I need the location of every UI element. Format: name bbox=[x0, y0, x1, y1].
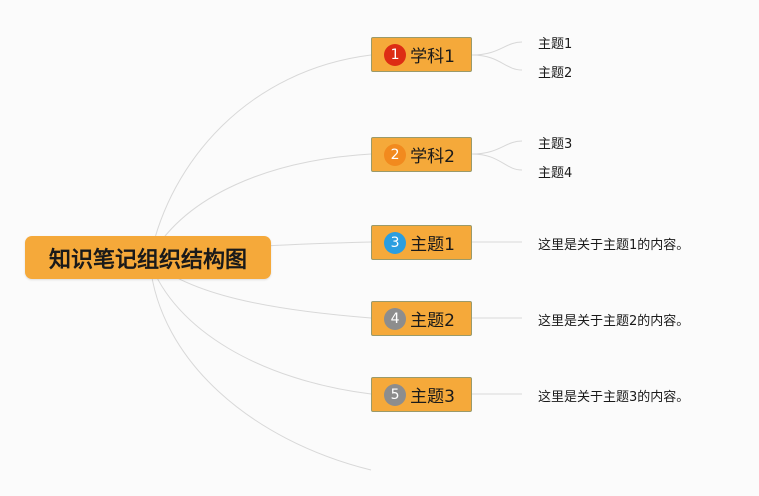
connector-branch1-leaf2 bbox=[471, 54, 523, 71]
priority-5-icon: 5 bbox=[384, 383, 407, 406]
leaf-node[interactable]: 这里是关于主题2的内容。 bbox=[538, 314, 690, 329]
branch-label: 学科2 bbox=[410, 147, 455, 167]
leaf-node[interactable]: 主题1 bbox=[538, 37, 573, 52]
branch-node-2[interactable]: 2 学科2 bbox=[371, 137, 472, 172]
leaf-node[interactable]: 这里是关于主题1的内容。 bbox=[538, 238, 690, 253]
connector-root-extra bbox=[149, 263, 372, 471]
priority-3-icon: 3 bbox=[384, 231, 407, 254]
branch-node-5[interactable]: 5 主题3 bbox=[371, 377, 472, 412]
connector-branch1-leaf1 bbox=[471, 41, 523, 56]
branch-node-3[interactable]: 3 主题1 bbox=[371, 225, 472, 260]
connector-branch2-leaf3 bbox=[471, 140, 523, 155]
branch-label: 主题3 bbox=[410, 387, 455, 407]
branch-node-1[interactable]: 1 学科1 bbox=[371, 37, 472, 72]
root-label: 知识笔记组织结构图 bbox=[48, 247, 247, 273]
connector-root-branch-5 bbox=[149, 261, 372, 395]
priority-1-icon: 1 bbox=[384, 43, 407, 66]
connector-root-branch-3 bbox=[264, 241, 372, 247]
leaf-node[interactable]: 主题4 bbox=[538, 166, 573, 181]
branch-label: 主题1 bbox=[410, 235, 455, 255]
priority-2-icon: 2 bbox=[384, 143, 407, 166]
branch-label: 主题2 bbox=[410, 311, 455, 331]
connector-root-branch-1 bbox=[149, 54, 372, 259]
branch-node-4[interactable]: 4 主题2 bbox=[371, 301, 472, 336]
leaf-node[interactable]: 主题3 bbox=[538, 137, 573, 152]
branch-label: 学科1 bbox=[410, 47, 455, 67]
root-node[interactable]: 知识笔记组织结构图 bbox=[25, 236, 271, 279]
connector-branch2-leaf4 bbox=[471, 153, 523, 171]
leaf-node[interactable]: 这里是关于主题3的内容。 bbox=[538, 390, 690, 405]
priority-4-icon: 4 bbox=[384, 307, 407, 330]
connector-root-branch-2 bbox=[149, 153, 372, 259]
leaf-node[interactable]: 主题2 bbox=[538, 66, 573, 81]
